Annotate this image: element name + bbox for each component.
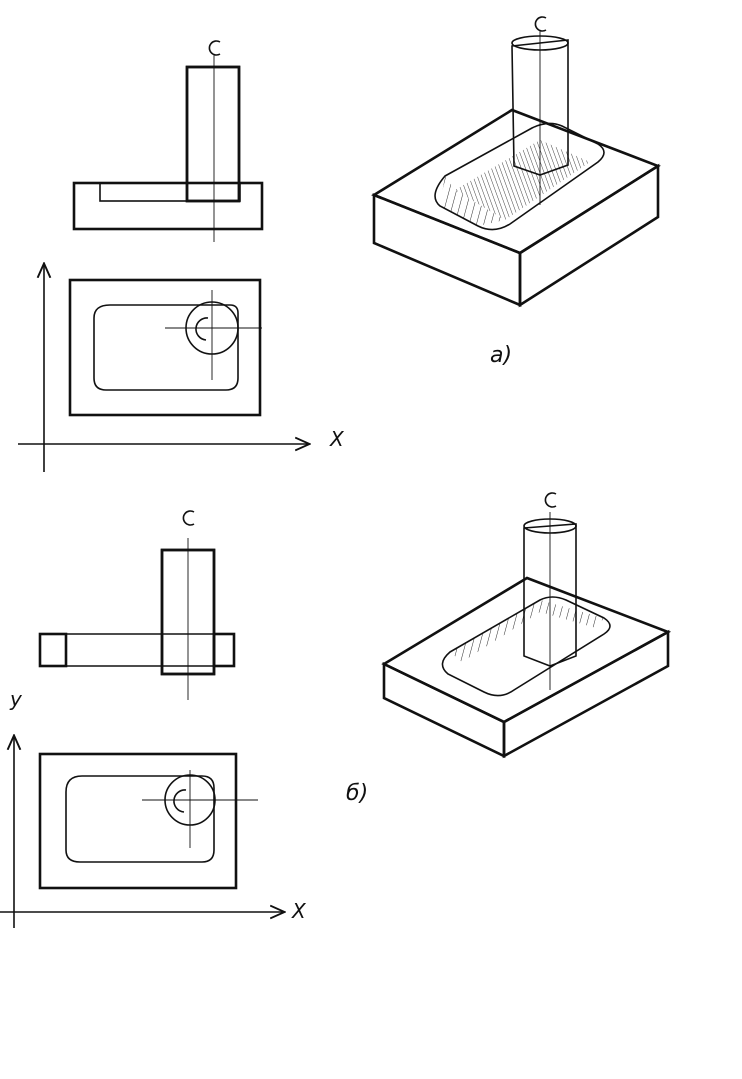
rotation-arrow-icon xyxy=(195,317,209,341)
plan-view-b xyxy=(0,737,283,928)
rotation-arrow-icon xyxy=(173,789,187,813)
end-mill-iso-b xyxy=(523,523,577,667)
figure-a-label: а) xyxy=(490,343,512,368)
axis-x-label-a: X xyxy=(329,427,345,451)
rotation-arrow-icon xyxy=(208,40,221,56)
figure-b-label: б) xyxy=(346,781,368,806)
end-mill-a xyxy=(185,65,241,203)
axis-y-label-b: y xyxy=(9,687,23,711)
axis-x-label-b: X xyxy=(291,899,307,923)
isometric-view-a xyxy=(371,16,661,308)
end-mill-iso-a xyxy=(511,39,569,176)
rotation-arrow-icon xyxy=(544,492,557,508)
rotation-arrow-icon xyxy=(534,16,547,32)
section-view-a xyxy=(72,40,264,242)
plan-view-a xyxy=(18,265,308,472)
section-view-b xyxy=(38,510,236,700)
isometric-view-b xyxy=(381,492,672,759)
rotation-arrow-icon xyxy=(182,510,195,526)
